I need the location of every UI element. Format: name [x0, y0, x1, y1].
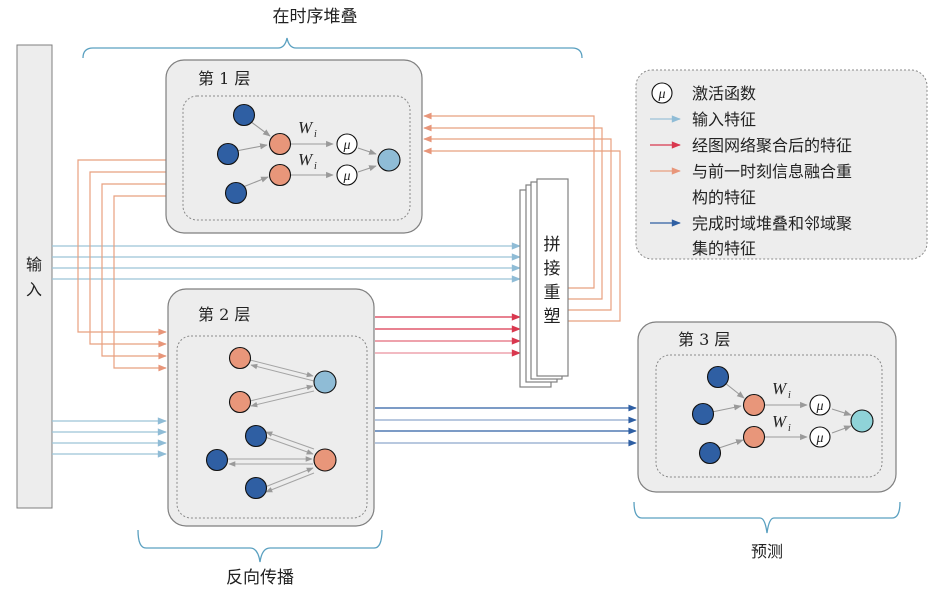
node-dark-blue — [706, 365, 730, 389]
weight-label: W — [298, 118, 314, 137]
legend-activation-symbol: μ — [657, 87, 665, 102]
activation-symbol: μ — [815, 399, 823, 414]
activation-symbol: μ — [342, 169, 350, 184]
fused-arrow — [423, 147, 621, 322]
backprop-title: 反向传播 — [226, 568, 294, 588]
node-dark-blue — [691, 402, 715, 426]
legend-label: 与前一时刻信息融合重 — [692, 162, 852, 181]
node-dark-blue — [698, 441, 722, 465]
node-orange — [228, 390, 252, 414]
layer1-to-layer2-fused-arrows — [77, 159, 167, 372]
node-cyan-output — [850, 409, 874, 433]
node-light-blue — [377, 148, 401, 172]
node-orange — [268, 132, 292, 156]
node-orange — [742, 425, 766, 449]
input-to-layer2-arrows — [52, 417, 167, 458]
layer2-title: 第 2 层 — [198, 305, 250, 324]
node-dark-blue — [224, 181, 248, 205]
node-light-blue — [313, 370, 337, 394]
input-block: 输 入 — [16, 44, 53, 509]
fused-arrow — [423, 135, 612, 311]
fused-arrow — [423, 112, 595, 289]
input-to-concat-arrows — [52, 242, 521, 283]
weight-label: W — [772, 412, 788, 431]
node-orange — [268, 163, 292, 187]
node-dark-blue — [244, 424, 268, 448]
node-dark-blue — [216, 142, 240, 166]
activation-node — [809, 426, 831, 448]
backprop-bracket — [137, 529, 383, 563]
concat-reshape-block: 拼 接 重 塑 — [519, 178, 569, 388]
fused-arrow — [113, 195, 167, 372]
node-dark-blue — [205, 448, 229, 472]
node-orange — [228, 346, 252, 370]
layer2-to-layer3-stacked-arrows — [375, 404, 637, 447]
weight-label: W — [772, 379, 788, 398]
layer1-panel: 第 1 层 μ μ W i W i — [165, 59, 423, 234]
fused-arrow — [89, 171, 167, 348]
legend-label: 激活函数 — [692, 84, 756, 103]
node-orange — [742, 393, 766, 417]
legend: μ 激活函数 输入特征 经图网络聚合后的特征 与前一时刻信息融合重 构的特征 完… — [635, 69, 928, 260]
temporal-stack-bracket — [82, 37, 583, 59]
activation-node — [336, 164, 358, 186]
prediction-title: 预测 — [751, 542, 783, 561]
legend-label: 输入特征 — [692, 110, 756, 129]
concat-label-line-4: 塑 — [544, 307, 561, 327]
weight-subscript: i — [314, 129, 317, 140]
fused-arrow — [77, 159, 167, 336]
activation-symbol: μ — [815, 431, 823, 446]
input-label-line-1: 输 — [26, 255, 42, 274]
legend-label: 完成时域堆叠和邻域聚 — [692, 214, 852, 233]
temporal-stack-title: 在时序堆叠 — [273, 7, 358, 27]
concat-label-line-2: 接 — [544, 259, 561, 279]
prediction-bracket — [633, 501, 901, 534]
layer3-title: 第 3 层 — [678, 330, 730, 349]
weight-subscript: i — [788, 423, 791, 434]
weight-subscript: i — [314, 161, 317, 172]
node-orange — [313, 448, 337, 472]
concat-label-line-1: 拼 — [544, 235, 561, 255]
layer3-panel: 第 3 层 μ μ W i W i — [637, 321, 897, 493]
node-dark-blue — [232, 103, 256, 127]
node-dark-blue — [244, 476, 268, 500]
layer1-title: 第 1 层 — [198, 69, 250, 88]
fused-arrow — [423, 124, 603, 300]
legend-label: 经图网络聚合后的特征 — [692, 136, 852, 155]
concat-label-line-3: 重 — [544, 283, 561, 303]
input-label-line-2: 入 — [26, 280, 42, 299]
activation-symbol: μ — [342, 138, 350, 153]
legend-label: 集的特征 — [692, 239, 756, 258]
concat-to-layer1-fused-arrows — [423, 112, 621, 322]
weight-label: W — [298, 150, 314, 169]
layer2-to-concat-aggregated-arrows — [375, 313, 521, 357]
activation-node — [336, 133, 358, 155]
legend-activation-icon — [651, 82, 673, 104]
activation-node — [809, 394, 831, 416]
weight-subscript: i — [788, 390, 791, 401]
layer2-panel: 第 2 层 — [167, 288, 375, 527]
fused-arrow — [101, 183, 167, 360]
legend-label: 构的特征 — [692, 188, 756, 207]
